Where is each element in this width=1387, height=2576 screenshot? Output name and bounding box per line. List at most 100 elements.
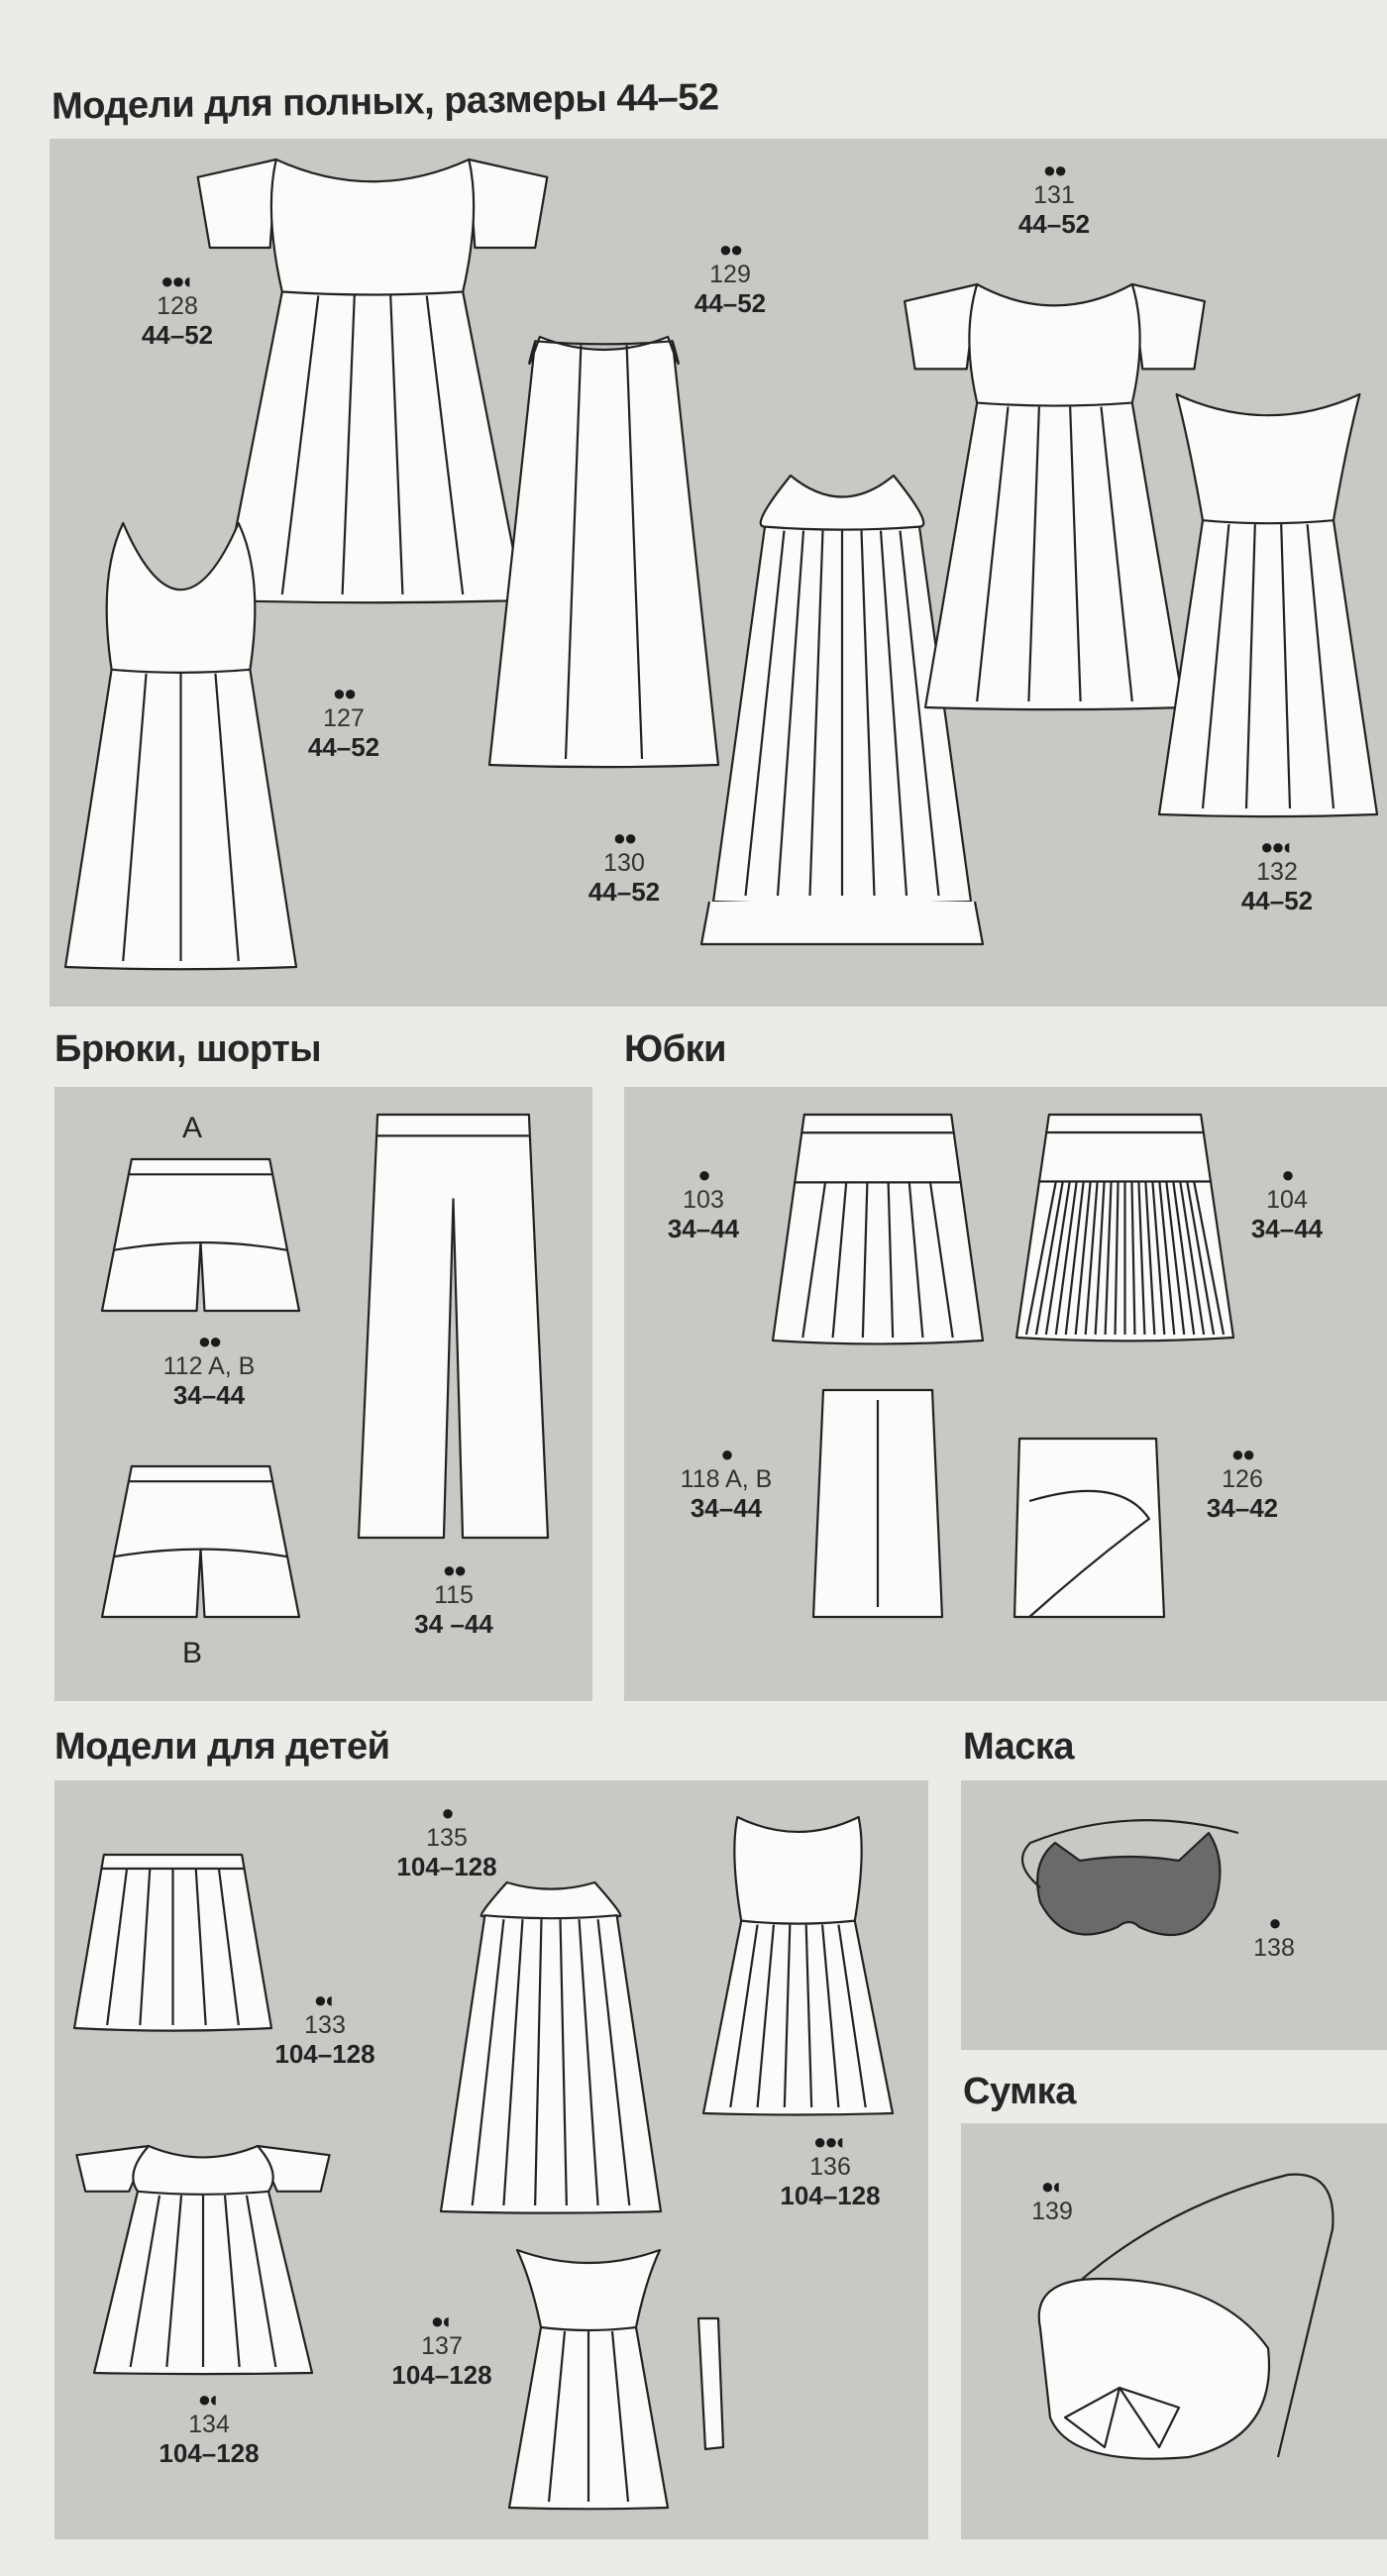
difficulty-dots: ●● — [332, 681, 358, 705]
outline — [820, 1924, 840, 2108]
outline — [729, 1924, 759, 2108]
outline — [113, 1548, 288, 1558]
size-range: 34–44 — [172, 1379, 246, 1410]
outline — [1179, 1181, 1206, 1336]
model-number: 134 — [188, 2411, 230, 2439]
model-number: 139 — [1031, 2198, 1073, 2226]
skirt-118 — [811, 1388, 944, 1619]
outline — [783, 1924, 792, 2108]
difficulty-dots: ●● — [442, 1557, 468, 1582]
outline — [106, 1868, 129, 2026]
outline — [756, 1924, 776, 2108]
model-number: 128 — [157, 292, 198, 321]
difficulty-dots: ●● — [612, 825, 638, 850]
outline — [564, 345, 583, 760]
variant-label-b: B — [181, 1637, 203, 1669]
dress-135 — [439, 1880, 663, 2214]
outline — [100, 1157, 301, 1313]
outline — [535, 340, 673, 346]
shorts-112b — [100, 1464, 301, 1619]
outline — [1151, 1181, 1166, 1336]
outline — [1114, 1181, 1120, 1336]
outline — [1024, 1181, 1057, 1336]
outline — [764, 525, 920, 531]
outline — [217, 1868, 240, 2026]
outline — [1306, 524, 1335, 809]
outline — [776, 530, 805, 897]
outline — [1027, 406, 1040, 702]
outline — [122, 673, 148, 962]
difficulty-dots: ●● — [197, 1329, 223, 1353]
model-label-139: ●◐139 — [1031, 2174, 1073, 2226]
difficulty-dots: ●●◐ — [813, 2129, 849, 2154]
outline — [1069, 406, 1082, 702]
outline — [547, 2330, 567, 2503]
outline — [139, 1868, 152, 2026]
outline — [1094, 1181, 1106, 1336]
model-label-138: ●138 — [1253, 1910, 1295, 1963]
outline — [502, 1919, 524, 2206]
outline — [357, 1113, 550, 1540]
difficulty-dots: ●● — [1230, 1442, 1256, 1466]
outline — [540, 2325, 637, 2332]
outline — [860, 530, 876, 897]
model-number: 118 A, B — [680, 1465, 773, 1494]
size-range: 34 –44 — [414, 1608, 493, 1639]
outline — [744, 530, 786, 897]
skirt-126 — [1013, 1437, 1166, 1619]
outline — [425, 295, 465, 595]
outline — [534, 1919, 543, 2206]
section-title-skirts: Юбки — [624, 1028, 727, 1070]
size-range: 44–52 — [1240, 885, 1314, 915]
outline — [1064, 1181, 1085, 1336]
size-range: 34–44 — [667, 1213, 740, 1243]
difficulty-dots: ●●◐ — [160, 268, 196, 293]
outline — [245, 2195, 277, 2368]
outline — [1280, 524, 1292, 809]
model-number: 131 — [1033, 181, 1075, 210]
outline — [1084, 1181, 1099, 1336]
size-range: 44–52 — [694, 287, 767, 318]
outline — [1074, 1181, 1092, 1336]
model-number: 112 A, B — [162, 1352, 256, 1381]
size-range: 44–52 — [141, 319, 214, 350]
outline — [111, 668, 251, 674]
trousers-115 — [357, 1113, 550, 1540]
size-range: 34–44 — [1250, 1213, 1324, 1243]
outline — [1063, 2386, 1181, 2449]
difficulty-dots: ●◐ — [430, 2308, 456, 2333]
outline — [468, 158, 549, 250]
outline — [808, 530, 824, 897]
outline — [1201, 524, 1230, 809]
outline — [1130, 282, 1206, 371]
size-range: 104–128 — [780, 2180, 881, 2210]
size-range: 104–128 — [159, 2437, 260, 2468]
outline — [1165, 1181, 1186, 1336]
outline — [879, 530, 908, 897]
outline — [699, 901, 985, 946]
outline — [194, 1868, 207, 2026]
dress-132 — [1157, 392, 1379, 818]
outline — [861, 1182, 869, 1339]
section-title-mask: Маска — [963, 1726, 1075, 1768]
outline — [137, 2190, 269, 2196]
outline — [907, 1182, 924, 1339]
difficulty-dots: ●◐ — [197, 2387, 223, 2412]
panel-skirts — [624, 1087, 1387, 1701]
dress-128 — [196, 158, 549, 604]
model-number: 130 — [603, 849, 645, 878]
model-number: 103 — [683, 1186, 724, 1215]
size-range: 104–128 — [274, 2038, 375, 2069]
dress-127 — [63, 521, 298, 971]
size-range: 34–44 — [690, 1492, 763, 1523]
outline — [214, 673, 240, 962]
model-number: 133 — [304, 2011, 346, 2040]
model-number: 126 — [1222, 1465, 1263, 1494]
